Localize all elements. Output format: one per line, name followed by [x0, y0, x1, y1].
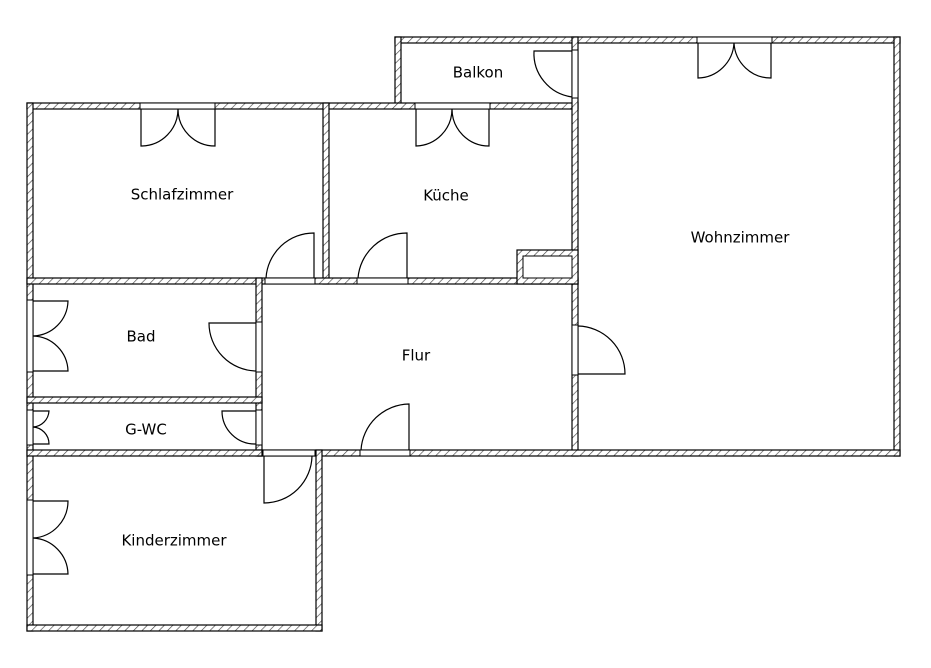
window-swing-schlafzimmer-icon	[140, 108, 216, 147]
door-opening-kinderzimmer	[262, 449, 316, 457]
wall-bottom-flur-wohnzimmer	[257, 449, 901, 457]
door-swing-flur-icon	[360, 403, 410, 451]
door-opening-gwc	[255, 409, 263, 446]
openings	[26, 36, 773, 576]
room-label-kinderzimmer: Kinderzimmer	[121, 532, 227, 550]
window-kueche	[414, 102, 491, 110]
wall-schlafzimmer-kueche	[322, 102, 330, 285]
wall-right	[893, 36, 901, 457]
door-swing-kueche-icon	[357, 232, 408, 279]
window-kinderzimmer	[26, 499, 34, 576]
door-opening-kueche	[356, 277, 409, 285]
room-label-gwc: G-WC	[125, 421, 167, 439]
door-swings	[32, 42, 772, 575]
window-wohnzimmer	[696, 36, 773, 44]
window-gwc	[26, 409, 34, 446]
door-opening-bad	[255, 321, 263, 373]
window-swing-bad-icon	[32, 300, 69, 372]
door-swing-wohnzimmer-icon	[577, 325, 626, 375]
door-opening-balkon	[571, 49, 579, 99]
wall-gwc-kinderzimmer	[26, 449, 263, 457]
wall-top-schlafzimmer-kueche	[26, 102, 579, 110]
wall-wohnzimmer-left	[571, 36, 579, 457]
door-swing-bad-icon	[208, 322, 257, 372]
wall-bad-gwc	[26, 396, 263, 404]
window-swing-kinderzimmer-icon	[32, 500, 69, 575]
room-label-wohnzimmer: Wohnzimmer	[691, 229, 791, 247]
door-swing-balkon-icon	[533, 50, 573, 98]
wall-bottom-kinderzimmer	[26, 624, 323, 632]
room-label-schlafzimmer: Schlafzimmer	[131, 186, 234, 204]
window-bad	[26, 299, 34, 373]
room-label-bad: Bad	[126, 328, 155, 346]
door-opening-flur	[359, 449, 411, 457]
shaft-inner	[522, 255, 573, 279]
door-swing-schlafzimmer-icon	[265, 232, 315, 279]
room-label-kueche: Küche	[423, 187, 469, 205]
door-swing-kinderzimmer-icon	[263, 455, 313, 504]
wall-top-balkon-wohnzimmer	[394, 36, 901, 44]
wall-kinderzimmer-right	[315, 449, 323, 632]
window-schlafzimmer	[139, 102, 216, 110]
door-swing-gwc-icon	[221, 410, 257, 445]
room-label-balkon: Balkon	[453, 64, 504, 82]
room-label-flur: Flur	[402, 347, 431, 365]
door-opening-wohnzimmer	[571, 324, 579, 376]
window-swing-wohnzimmer-icon	[697, 42, 772, 79]
wall-balkon-left	[394, 36, 402, 110]
window-swing-kueche-icon	[415, 108, 490, 147]
window-swing-gwc-icon	[32, 410, 50, 445]
room-labels: Balkon Schlafzimmer Küche Wohnzimmer Bad…	[121, 64, 790, 550]
door-opening-schlafzimmer	[264, 277, 316, 285]
